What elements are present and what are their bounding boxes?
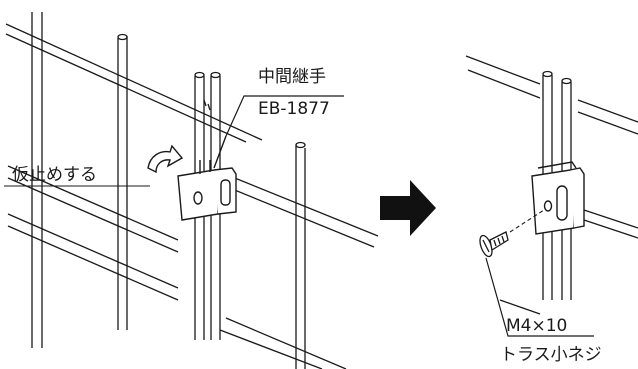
rotate-arrow-icon (147, 144, 184, 174)
left-fence-panel (5, 12, 379, 369)
step1-label: 仮止めする (12, 165, 97, 185)
part-code-label: EB-1877 (258, 99, 330, 119)
joint-bracket-left (177, 135, 237, 221)
right-arrow-icon (380, 180, 436, 236)
truss-screw (479, 231, 509, 258)
part-name-label: 中間継手 (258, 67, 326, 87)
screw-type-label: トラス小ネジ (500, 345, 602, 365)
joint-bracket-right (531, 161, 585, 235)
screw-size-label: M4×10 (506, 316, 567, 336)
screw-leader-line (485, 257, 594, 337)
part-leader-line (225, 95, 344, 137)
